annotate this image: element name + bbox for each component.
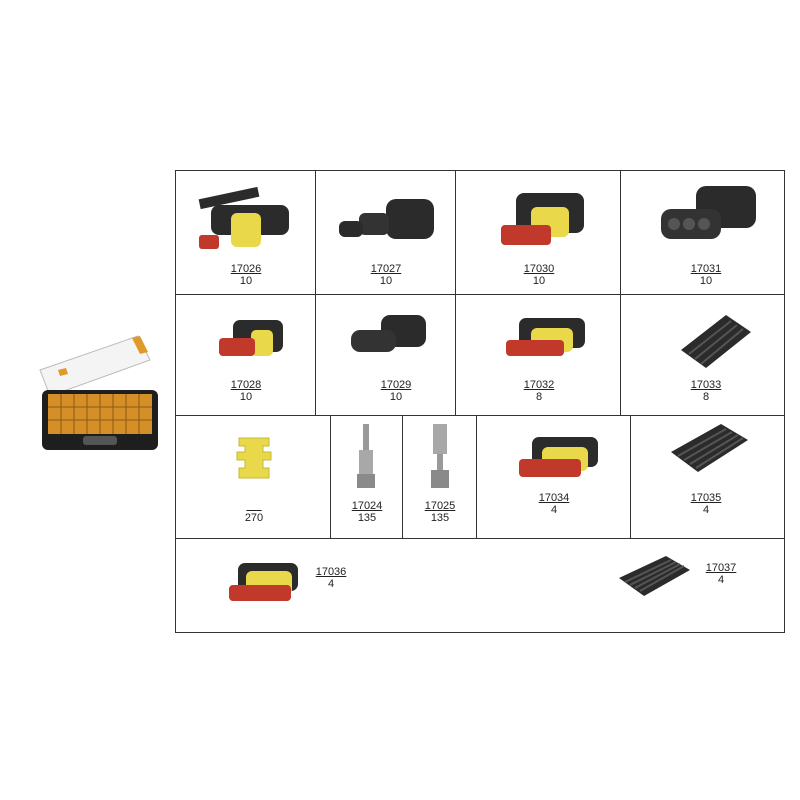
connector-2pin-female-image	[219, 320, 283, 356]
item-code: 17035	[690, 492, 722, 504]
item-code: 17032	[523, 379, 555, 391]
item-qty: 8	[535, 391, 543, 403]
item-code	[214, 500, 294, 512]
item-qty: 4	[550, 504, 558, 516]
connector-4pin-male-image	[681, 315, 751, 368]
item-qty: 10	[699, 275, 713, 287]
connector-1pin-female-image	[198, 186, 289, 249]
connector-1pin-male-image	[339, 199, 434, 239]
connector-4pin-female-image	[506, 318, 585, 356]
item-qty: 270	[244, 512, 264, 524]
connector-5pin-female-image	[519, 437, 598, 477]
female-terminal-image	[431, 424, 449, 488]
seal-image	[236, 437, 272, 479]
item-qty: 4	[717, 574, 725, 586]
item-qty: 10	[239, 391, 253, 403]
item-code: 17028	[230, 379, 262, 391]
connector-2pin-male-image	[351, 315, 426, 352]
item-cell: 270	[176, 416, 331, 538]
item-code: 17026	[230, 263, 262, 275]
male-terminal-image	[357, 424, 375, 488]
item-code: 17027	[370, 263, 402, 275]
item-qty: 10	[239, 275, 253, 287]
item-code: 17030	[523, 263, 555, 275]
item-qty: 135	[357, 512, 377, 524]
connector-6pin-male-image	[619, 556, 690, 596]
item-qty: 4	[702, 504, 710, 516]
item-qty: 10	[532, 275, 546, 287]
item-code: 17025	[424, 500, 456, 512]
item-code: 17029	[380, 379, 412, 391]
connector-3pin-female-image	[501, 193, 584, 245]
connector-5pin-male-image	[671, 424, 748, 472]
assortment-case-image	[28, 330, 168, 470]
item-qty: 10	[389, 391, 403, 403]
item-code: 17024	[351, 500, 383, 512]
item-code: 17036	[315, 566, 347, 578]
item-code: 17031	[690, 263, 722, 275]
item-qty: 4	[327, 578, 335, 590]
item-qty: 10	[379, 275, 393, 287]
item-qty: 8	[702, 391, 710, 403]
connector-6pin-female-image	[229, 563, 298, 601]
connector-3pin-male-image	[661, 186, 756, 239]
item-code: 17037	[705, 562, 737, 574]
item-code: 17034	[538, 492, 570, 504]
item-code: 17033	[690, 379, 722, 391]
item-qty: 135	[430, 512, 450, 524]
